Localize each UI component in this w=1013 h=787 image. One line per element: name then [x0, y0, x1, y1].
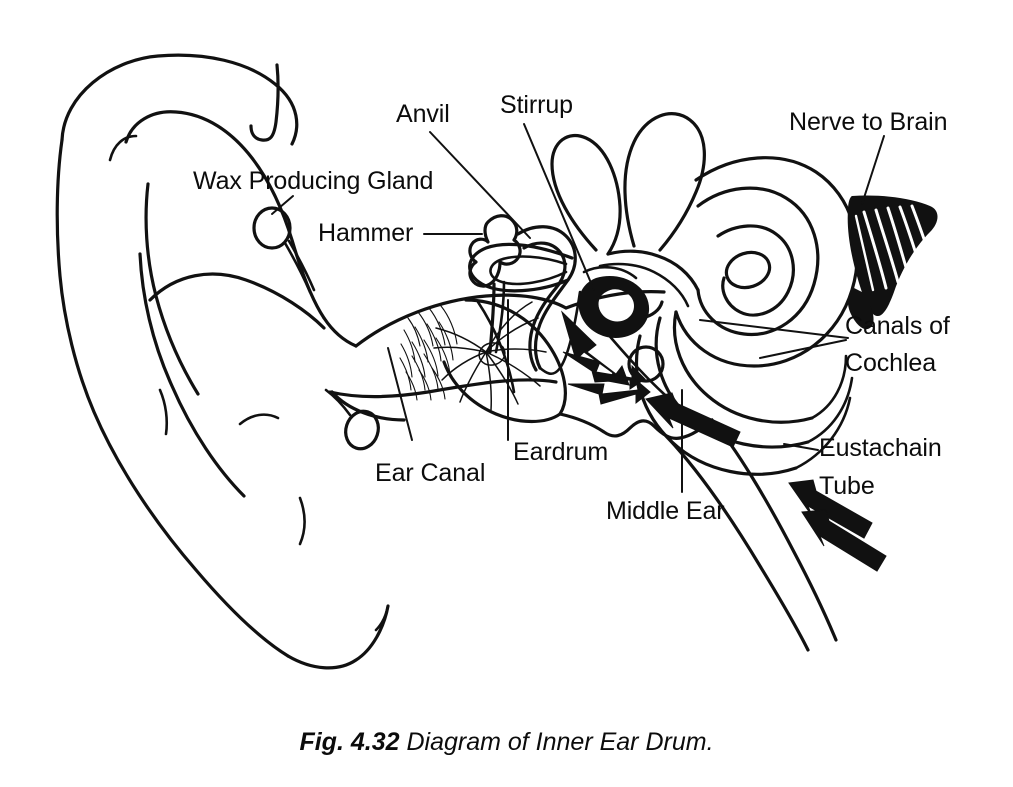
hammer-bone	[468, 214, 522, 288]
label-canals-of-cochlea-line1: Canals of	[845, 312, 950, 340]
label-stirrup: Stirrup	[500, 91, 573, 119]
antihelix-crus	[108, 134, 138, 162]
label-hammer: Hammer	[318, 219, 414, 247]
leader-nerve-to-brain	[861, 135, 885, 205]
wax-gland-duct	[283, 241, 312, 294]
figure-caption: Fig. 4.32 Diagram of Inner Ear Drum.	[0, 728, 1013, 757]
label-anvil: Anvil	[396, 100, 450, 128]
leader-eustachain-tube	[783, 443, 819, 451]
pinna-outline-group	[55, 53, 390, 670]
round-window	[627, 345, 665, 383]
helix-front-hook	[249, 63, 280, 142]
leader-anvil	[429, 131, 531, 239]
anvil-lenticular-process	[538, 290, 582, 375]
label-eustachain-tube-line2: Tube	[819, 472, 875, 500]
label-canals-of-cochlea-line2: Cochlea	[845, 349, 937, 377]
ear-canal-upper-wall	[354, 293, 568, 348]
lower-gland-duct	[324, 388, 352, 417]
leader-canals-of-cochlea-lower	[759, 339, 847, 359]
ear-canal-lower-wall	[328, 378, 558, 399]
stirrup-bone	[578, 265, 664, 338]
label-eustachain-tube-line1: Eustachain	[819, 434, 942, 462]
helix-outer-rim	[60, 53, 299, 146]
cochlea-apex-loop	[724, 250, 772, 290]
sound-arrow-eustachain-bottom	[801, 509, 887, 572]
superior-semicircular-canal	[623, 112, 706, 252]
nerve-root-taper	[847, 288, 874, 330]
ear-canal-floor-extend	[330, 390, 406, 422]
cochlea-basal-outer-wall-2	[806, 376, 854, 444]
antihelix-upper-fold	[124, 110, 326, 320]
antitragus-arc	[298, 496, 306, 546]
cochlea-third-turn	[716, 224, 795, 317]
eardrum-cone-seam	[476, 300, 516, 394]
wax-gland-bulb	[252, 206, 292, 250]
ear-canal-hairs	[399, 305, 458, 401]
cochlea-group	[634, 156, 859, 476]
auditory-nerve-group	[847, 195, 938, 330]
lateral-semicircular-canal	[468, 242, 574, 293]
tragus-curve	[148, 272, 326, 330]
leader-lines-group	[271, 123, 885, 493]
middle-ear-roof	[564, 290, 666, 310]
cochlea-basal-outer-wall-3	[794, 396, 852, 470]
eardrum-umbo-ring	[478, 342, 506, 366]
sound-arrow-to-ossicles	[560, 310, 630, 386]
ear-canal-group	[328, 293, 568, 422]
hammer-handle-inner	[494, 280, 506, 354]
semicircular-canals-group	[468, 112, 706, 308]
wax-gland-duct-2	[287, 239, 316, 292]
lower-gland-group	[324, 388, 380, 451]
eustachain-tube-lower-wall	[666, 436, 810, 652]
helix-left-edge	[55, 138, 290, 658]
figure-caption-text: Diagram of Inner Ear Drum.	[406, 728, 714, 756]
leader-wax-producing-gland	[271, 195, 294, 215]
label-middle-ear: Middle Ear	[606, 497, 725, 525]
eardrum-membrane-outline	[464, 298, 567, 416]
posterior-semicircular-canal	[550, 133, 622, 256]
sound-arrow-eustachain-upper	[645, 392, 741, 448]
label-eardrum: Eardrum	[513, 438, 609, 466]
earlobe-lower-curve	[286, 604, 390, 670]
lateral-canal-inner-loop	[489, 255, 568, 286]
concha-floor-to-canal	[322, 316, 358, 348]
cochlea-base-arc-2	[654, 316, 810, 449]
leader-canals-of-cochlea-upper	[699, 319, 849, 339]
sound-path-arrows	[560, 310, 887, 572]
figure-caption-number: Fig. 4.32	[299, 728, 400, 756]
stirrup-arch	[582, 265, 638, 280]
nerve-bundle-mass	[847, 195, 938, 317]
wax-gland-group	[252, 206, 316, 294]
nerve-fiber-streaks	[854, 204, 932, 292]
vestibule-body-lower	[598, 262, 690, 308]
sound-arrow-to-eardrum-lower	[567, 378, 651, 405]
ossicles-group	[468, 214, 664, 375]
anvil-bone-inner	[522, 241, 567, 372]
lower-gland-bulb	[344, 409, 380, 451]
earlobe-notch	[374, 604, 390, 632]
eardrum-membrane-lower	[442, 360, 562, 424]
vestibule-body	[606, 249, 700, 292]
helix-inner-tail	[158, 388, 169, 436]
label-ear-canal: Ear Canal	[375, 459, 486, 487]
cochlea-basal-outer-wall	[810, 354, 848, 420]
cochlea-second-turn	[696, 186, 820, 337]
concha-wall	[144, 182, 200, 396]
eardrum-group	[433, 298, 567, 424]
antihelix-lower-sweep	[138, 252, 246, 498]
stirrup-footplate	[640, 300, 664, 320]
label-nerve-to-brain: Nerve to Brain	[789, 108, 948, 136]
leader-ear-canal	[387, 347, 413, 441]
cochlea-base-arc-1	[672, 310, 814, 424]
leader-stirrup	[523, 123, 595, 291]
label-wax-producing-gland: Wax Producing Gland	[193, 167, 434, 195]
stirrup-body-fill	[578, 276, 650, 338]
intertragic-notch	[238, 413, 280, 426]
eustachain-tube-group	[666, 418, 838, 652]
sound-arrow-to-eardrum-upper	[562, 351, 646, 390]
